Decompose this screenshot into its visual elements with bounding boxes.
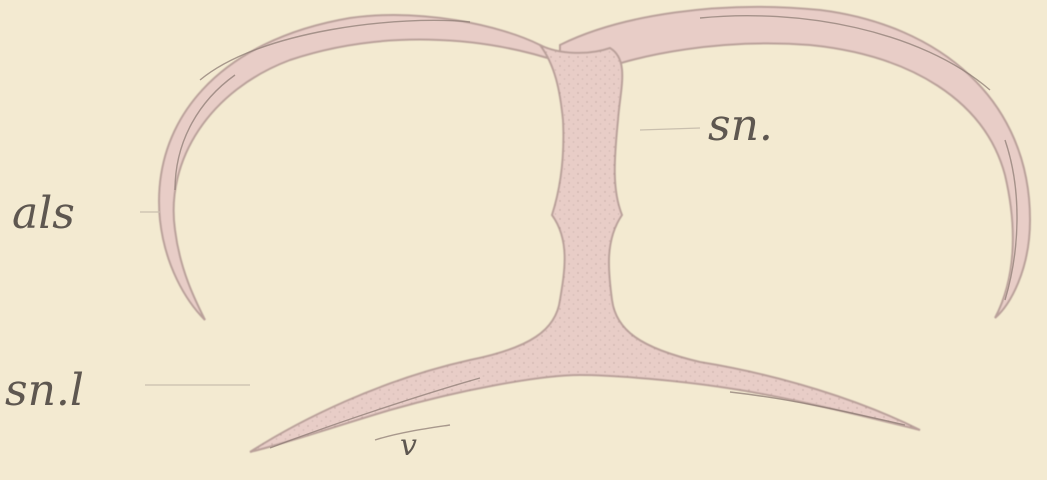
label-als: als: [12, 188, 75, 239]
label-sn: sn.: [708, 100, 773, 151]
label-v: v: [400, 428, 417, 463]
label-snl: sn.l: [5, 365, 84, 416]
